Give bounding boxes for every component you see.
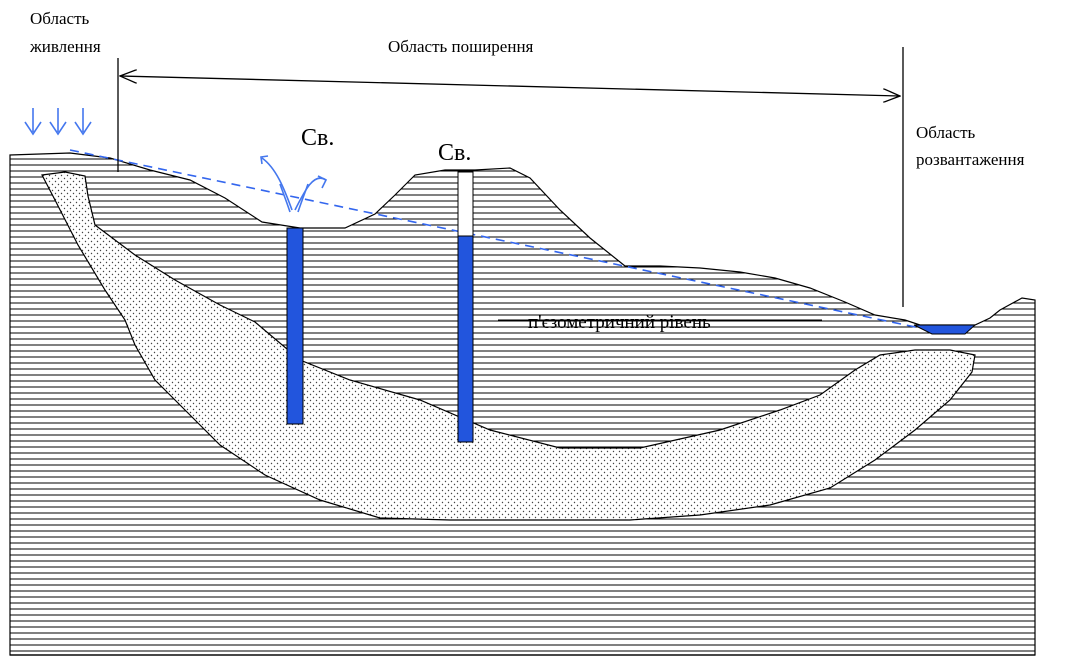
- well-water-column-icon: [457, 171, 474, 443]
- ground-hatched-body: [9, 152, 1036, 656]
- discharge-label-line1: Область: [916, 123, 976, 142]
- piezometric-line: [69, 149, 921, 329]
- dimension-arrow-icon: [120, 76, 900, 96]
- spring-flow-icon: [260, 155, 328, 213]
- spring-label: Св.: [301, 125, 334, 151]
- discharge-water-body: [913, 324, 977, 335]
- precipitation-arrow-icon: [24, 108, 92, 136]
- distribution-label: Область поширення: [388, 37, 534, 56]
- well-label: Св.: [438, 140, 471, 166]
- piezometric-level-label: п'єзометричний рівень: [528, 312, 711, 333]
- aquifer-sand-layer: [41, 171, 976, 521]
- recharge-label-line2: живлення: [29, 37, 101, 56]
- discharge-label-line2: розвантаження: [916, 150, 1025, 169]
- spring-water-column-icon: [286, 227, 304, 425]
- recharge-label-line1: Область: [30, 9, 90, 28]
